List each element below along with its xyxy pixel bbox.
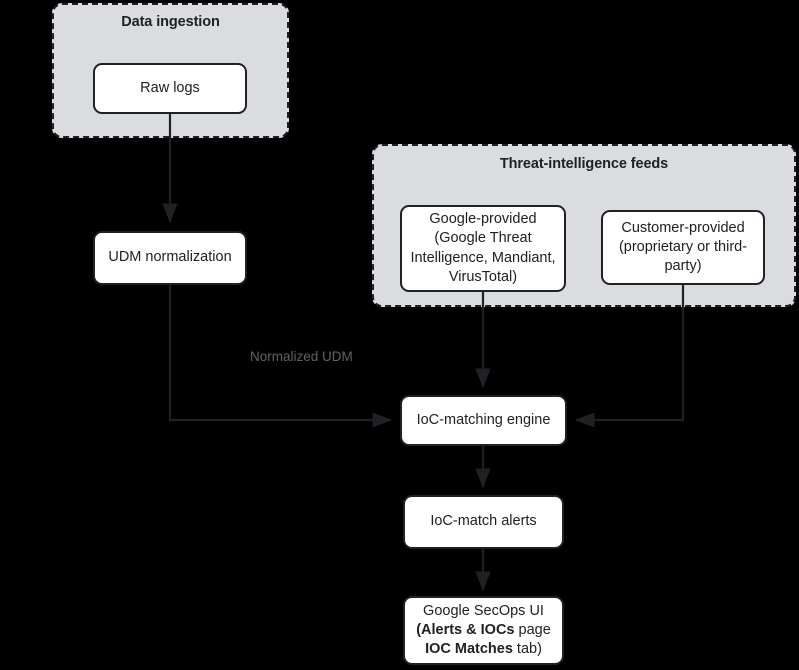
group-threat-intelligence-feeds-title: Threat-intelligence feeds <box>499 156 669 172</box>
node-google-provided-feed-line1: Google-provided <box>429 210 537 227</box>
node-udm-normalization-label: UDM normalization <box>108 249 232 266</box>
node-google-provided-feed-line3: Intelligence, Mandiant, <box>410 249 556 266</box>
node-ioc-matching-engine[interactable]: IoC-matching engine <box>400 395 567 446</box>
node-ioc-match-alerts-label: IoC-match alerts <box>430 513 537 530</box>
node-google-provided-feed-line2: (Google Threat <box>434 230 532 247</box>
node-udm-normalization[interactable]: UDM normalization <box>93 231 247 285</box>
node-google-secops-ui[interactable]: Google SecOps UI (Alerts & IOCs page IOC… <box>403 596 564 665</box>
node-google-secops-ui-line3-rest: tab) <box>512 641 542 658</box>
node-customer-provided-feed-line3: party) <box>664 258 702 275</box>
node-raw-logs-label: Raw logs <box>140 79 200 96</box>
node-google-provided-feed[interactable]: Google-provided (Google Threat Intellige… <box>400 205 566 292</box>
node-google-secops-ui-line2-rest: page <box>514 621 551 638</box>
node-ioc-matching-engine-label: IoC-matching engine <box>416 411 551 428</box>
node-ioc-match-alerts[interactable]: IoC-match alerts <box>403 495 564 549</box>
node-google-provided-feed-line4: VirusTotal) <box>448 268 518 285</box>
node-google-secops-ui-alerts-iocs-page-bold: (Alerts & IOCs <box>416 621 515 638</box>
node-google-secops-ui-line1: Google SecOps UI <box>423 602 544 619</box>
node-raw-logs[interactable]: Raw logs <box>93 63 247 114</box>
node-customer-provided-feed[interactable]: Customer-provided (proprietary or third-… <box>601 210 765 285</box>
edge-label-normalized-udm: Normalized UDM <box>250 349 353 364</box>
group-data-ingestion-title: Data ingestion <box>121 14 220 30</box>
node-customer-provided-feed-line2: (proprietary or third- <box>618 238 748 255</box>
node-customer-provided-feed-line1: Customer-provided <box>621 219 745 236</box>
node-google-secops-ui-ioc-matches-bold: IOC Matches <box>425 641 513 658</box>
